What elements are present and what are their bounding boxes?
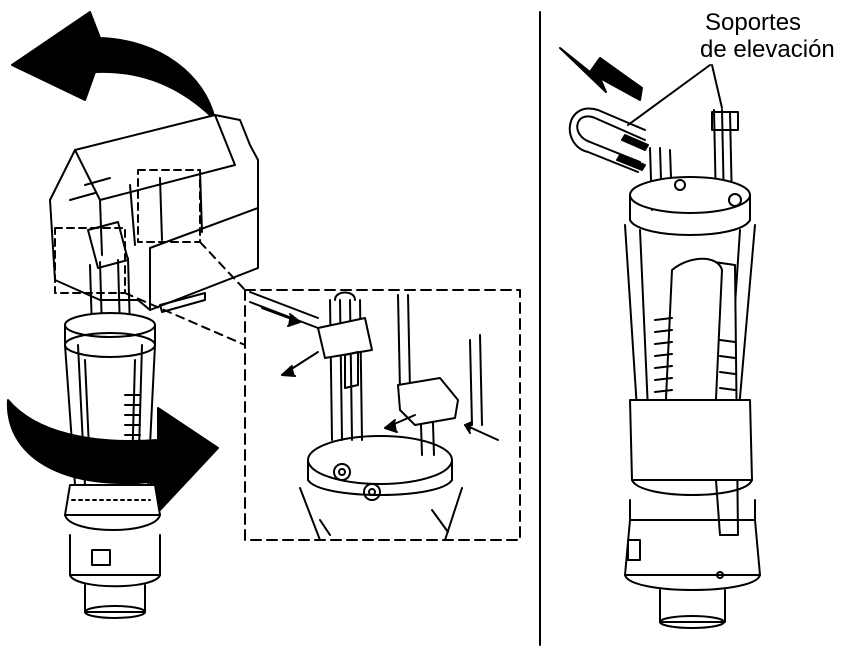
- right-valve-assembly: [568, 107, 761, 629]
- rotate-arrow-top: [11, 11, 216, 121]
- zoom-leader-lower: [124, 292, 246, 346]
- label-leader-left: [627, 64, 711, 126]
- lift-supports-label-line1: Soportes: [705, 9, 802, 36]
- zoom-leader-upper: [199, 241, 246, 291]
- zoom-detail-content: [249, 291, 499, 541]
- label-leader-right: [711, 64, 723, 109]
- removal-arrow: [559, 47, 643, 101]
- left-valve-assembly: [49, 114, 259, 619]
- zoom-detail-box: [244, 289, 521, 541]
- lift-supports-label-line2: de elevación: [700, 36, 835, 63]
